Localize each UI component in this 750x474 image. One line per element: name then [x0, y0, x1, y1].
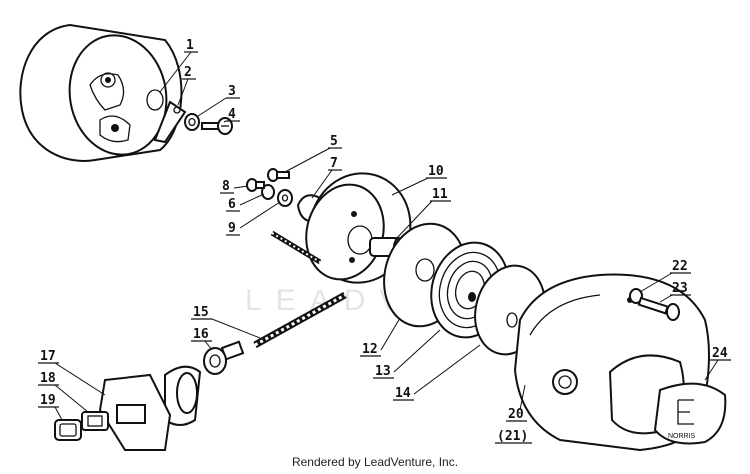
svg-text:4: 4 — [228, 107, 236, 122]
svg-text:9: 9 — [228, 221, 236, 236]
callout-6: 6 — [226, 193, 265, 212]
part-handle-17 — [98, 365, 202, 451]
callout-15: 15 — [191, 305, 261, 339]
part-pawl — [153, 100, 187, 144]
svg-text:8: 8 — [222, 179, 230, 194]
callout-1: 1 — [159, 38, 198, 93]
part-grip-18 — [81, 411, 109, 431]
svg-text:20: 20 — [508, 407, 524, 422]
svg-text:16: 16 — [193, 327, 209, 342]
callout-18: 18 — [38, 371, 89, 413]
part-washer-9 — [277, 189, 293, 207]
part-washer-3 — [184, 113, 200, 131]
callout-22: 22 — [639, 259, 691, 293]
callout-14: 14 — [393, 344, 481, 401]
part-insert-16 — [203, 340, 245, 375]
callout-21: (21) — [495, 429, 532, 444]
svg-text:1: 1 — [186, 38, 194, 53]
svg-text:3: 3 — [228, 84, 236, 99]
callout-3: 3 — [197, 84, 240, 117]
callout-23: 23 — [659, 281, 691, 303]
callout-10: 10 — [391, 164, 447, 196]
svg-text:2: 2 — [184, 65, 192, 80]
flywheel-cup — [19, 23, 183, 162]
svg-text:13: 13 — [375, 364, 391, 379]
decal-logo-text: NORRIS — [668, 433, 696, 440]
svg-text:18: 18 — [40, 371, 56, 386]
callout-5: 5 — [284, 134, 342, 173]
svg-text:19: 19 — [40, 393, 56, 408]
callout-24: 24 — [704, 346, 731, 381]
part-decal-24: NORRIS — [653, 382, 727, 445]
callout-2: 2 — [177, 65, 196, 106]
part-screw-23 — [637, 296, 680, 321]
callout-12: 12 — [360, 317, 401, 357]
callout-20: 20 — [506, 384, 527, 422]
part-screw-5 — [267, 168, 290, 182]
svg-text:12: 12 — [362, 342, 378, 357]
svg-text:11: 11 — [432, 187, 448, 202]
callout-7: 7 — [311, 156, 342, 199]
callout-17: 17 — [38, 349, 106, 396]
callout-13: 13 — [373, 329, 441, 379]
svg-text:10: 10 — [428, 164, 444, 179]
part-screw-8 — [246, 178, 265, 192]
svg-text:14: 14 — [395, 386, 411, 401]
svg-text:6: 6 — [228, 197, 236, 212]
callout-19: 19 — [38, 393, 63, 421]
svg-text:24: 24 — [712, 346, 728, 361]
svg-text:15: 15 — [193, 305, 209, 320]
part-grip-19 — [54, 419, 82, 441]
svg-text:5: 5 — [330, 134, 338, 149]
callout-9: 9 — [226, 201, 281, 236]
callout-11: 11 — [394, 187, 451, 241]
part-washer-22 — [629, 288, 643, 304]
callout-16: 16 — [191, 327, 213, 351]
svg-text:17: 17 — [40, 349, 56, 364]
svg-text:23: 23 — [672, 281, 688, 296]
callout-4: 4 — [223, 107, 240, 123]
credit-text: Rendered by LeadVenture, Inc. — [291, 455, 459, 469]
callout-8: 8 — [220, 179, 249, 194]
part-screw-4 — [201, 117, 233, 135]
svg-text:22: 22 — [672, 259, 688, 274]
part-spring — [146, 89, 164, 111]
svg-text:7: 7 — [330, 156, 338, 171]
part-rope-15 — [253, 230, 347, 349]
svg-text:(21): (21) — [497, 429, 528, 444]
